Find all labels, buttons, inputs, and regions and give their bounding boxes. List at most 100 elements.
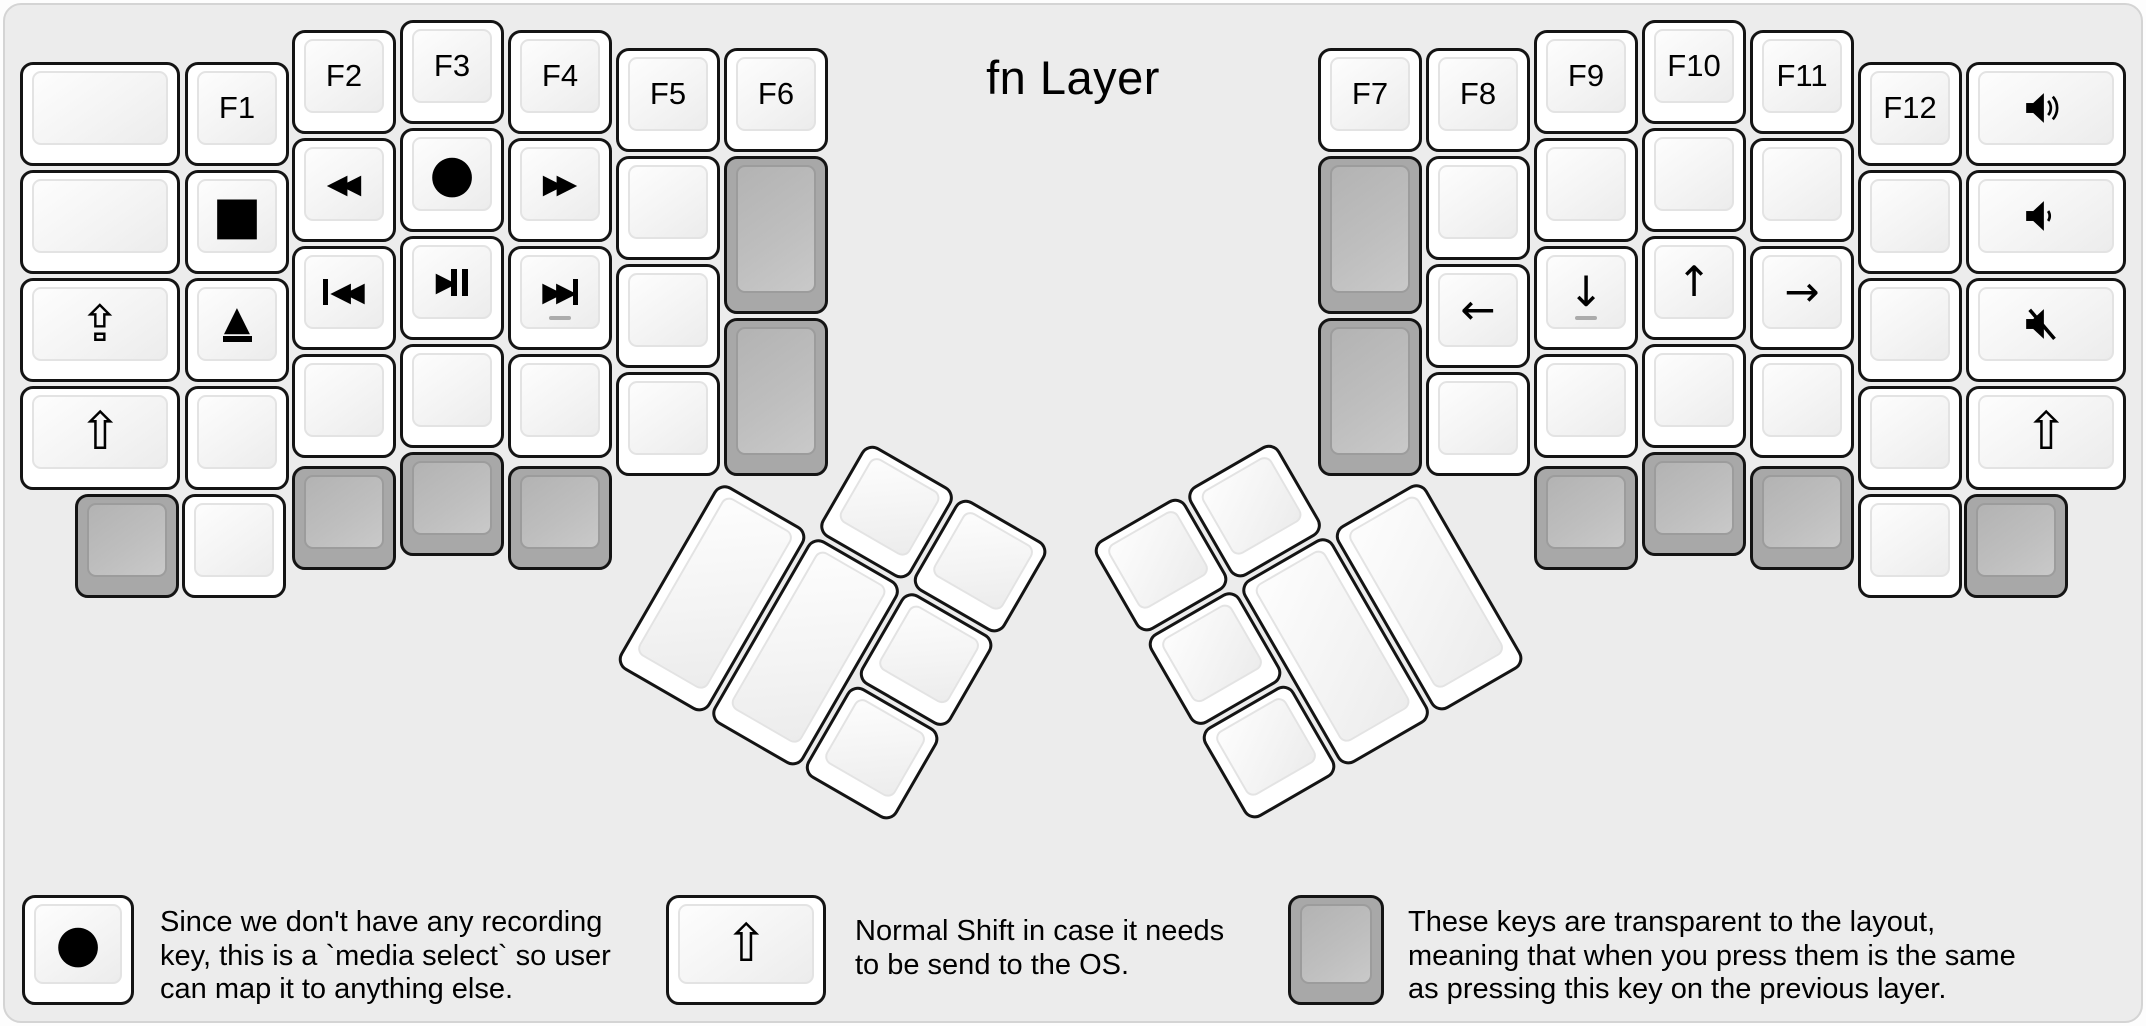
key-top-surface [304,363,384,437]
key-f6[interactable]: F6 [724,48,828,152]
key-top-surface: ▶▶ [520,255,600,329]
key-transparent[interactable] [1318,156,1422,314]
key-top-surface [628,165,708,239]
key-blank[interactable] [400,344,504,448]
key-transparent[interactable] [1288,895,1384,1005]
key-label: F6 [757,76,795,111]
key-volume_down[interactable] [1966,170,2126,274]
key-transparent[interactable] [508,466,612,570]
key-eject[interactable]: ▲ [185,278,289,382]
key-label: F12 [1883,90,1937,125]
legend-text-line: as pressing this key on the previous lay… [1408,973,1947,1005]
key-ffwd[interactable]: ▶▶ [508,138,612,242]
key-transparent[interactable] [724,156,828,314]
key-top-surface [929,508,1037,613]
key-top-surface [736,165,816,293]
key-top-surface: ● [34,904,122,984]
key-top-surface: ▲ [197,287,277,361]
key-blank[interactable] [1534,138,1638,242]
key-blank[interactable] [1534,354,1638,458]
key-top-surface: F6 [736,57,816,131]
key-mute[interactable] [1966,278,2126,382]
key-f10[interactable]: F10 [1642,20,1746,124]
key-transparent[interactable] [400,452,504,556]
key-blank[interactable] [292,354,396,458]
up-arrow-icon: ↑ [1676,257,1712,306]
key-blank[interactable] [616,264,720,368]
homing-bar [549,316,571,320]
key-top-surface [412,353,492,427]
key-transparent[interactable] [724,318,828,476]
key-transparent[interactable] [1750,466,1854,570]
key-top-surface [628,381,708,455]
key-blank[interactable] [616,156,720,260]
key-shift[interactable]: ⇧ [666,895,826,1005]
key-f4[interactable]: F4 [508,30,612,134]
key-blank[interactable] [616,372,720,476]
key-top-surface [836,454,943,559]
key-caps[interactable]: ⇪ [20,278,180,382]
key-blank[interactable] [1858,494,1962,598]
key-top-surface: F8 [1438,57,1518,131]
key-label: F4 [541,58,579,93]
key-record[interactable]: ● [400,128,504,232]
key-blank[interactable] [1642,128,1746,232]
key-transparent[interactable] [75,494,179,598]
key-transparent[interactable] [1318,318,1422,476]
key-blank[interactable] [1858,170,1962,274]
key-top-surface [1654,353,1734,427]
key-top-surface: F5 [628,57,708,131]
key-stop[interactable]: ■ [185,170,289,274]
key-prev[interactable]: ◀◀ [292,246,396,350]
key-blank[interactable] [1858,386,1962,490]
key-f2[interactable]: F2 [292,30,396,134]
key-arrow_right[interactable]: → [1750,246,1854,350]
key-blank[interactable] [185,386,289,490]
legend-text-line: key, this is a `media select` so user [160,939,611,972]
shift-icon: ⇧ [2024,402,2068,462]
key-blank[interactable] [20,62,180,166]
legend-text-line: Since we don't have any recording [160,906,603,938]
key-shift[interactable]: ⇧ [20,386,180,490]
key-f7[interactable]: F7 [1318,48,1422,152]
key-f1[interactable]: F1 [185,62,289,166]
key-arrow_down[interactable]: ↓ [1534,246,1638,350]
key-transparent[interactable] [1534,466,1638,570]
key-rewind[interactable]: ◀◀ [292,138,396,242]
key-f12[interactable]: F12 [1858,62,1962,166]
key-transparent[interactable] [1642,452,1746,556]
key-label: F7 [1351,76,1389,111]
key-volume_up[interactable] [1966,62,2126,166]
key-blank[interactable] [1750,138,1854,242]
key-top-surface [1976,503,2056,577]
key-top-surface: F7 [1330,57,1410,131]
key-blank[interactable] [20,170,180,274]
key-f9[interactable]: F9 [1534,30,1638,134]
key-blank[interactable] [508,354,612,458]
key-transparent[interactable] [1964,494,2068,598]
key-record[interactable]: ● [22,895,134,1005]
speaker-shape [2026,201,2052,231]
key-playpause[interactable]: ▶ [400,236,504,340]
key-blank[interactable] [1426,156,1530,260]
key-next[interactable]: ▶▶ [508,246,612,350]
key-f11[interactable]: F11 [1750,30,1854,134]
key-f3[interactable]: F3 [400,20,504,124]
right-arrow-icon: → [1784,267,1820,316]
key-top-surface [1546,363,1626,437]
key-blank[interactable] [1426,372,1530,476]
key-arrow_left[interactable]: ← [1426,264,1530,368]
fast-forward-icon: ▶▶ [542,168,577,200]
key-f8[interactable]: F8 [1426,48,1530,152]
key-arrow_up[interactable]: ↑ [1642,236,1746,340]
key-shift[interactable]: ⇧ [1966,386,2126,490]
key-top-surface [1654,461,1734,535]
key-transparent[interactable] [292,466,396,570]
key-top-surface: ↓ [1546,255,1626,329]
key-top-surface [1978,71,2114,145]
key-blank[interactable] [1642,344,1746,448]
key-blank[interactable] [1858,278,1962,382]
key-blank[interactable] [182,494,286,598]
key-f5[interactable]: F5 [616,48,720,152]
key-blank[interactable] [1750,354,1854,458]
